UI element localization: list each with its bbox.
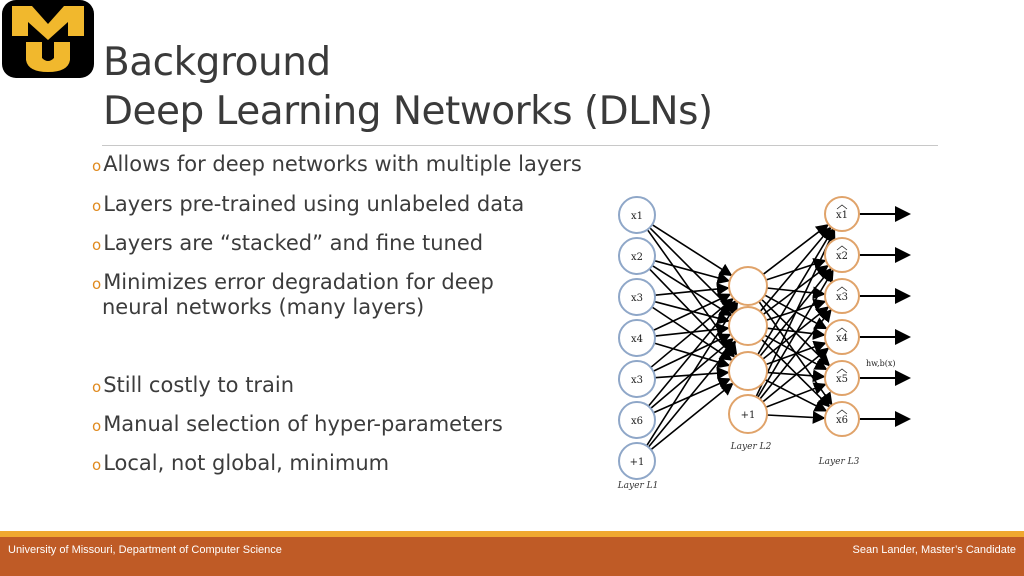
edge-l1-l2 xyxy=(654,300,731,325)
edge-l2-l3 xyxy=(766,327,826,340)
node-label: x4 xyxy=(631,334,643,345)
output-node: x6 xyxy=(824,401,860,437)
edge-l1-l2 xyxy=(654,259,731,285)
node-label: x3 xyxy=(836,292,848,303)
edge-l1-l2 xyxy=(654,322,730,337)
edge-l2-l3 xyxy=(762,223,829,276)
bullet-text-continuation: neural networks (many layers) xyxy=(102,295,425,319)
output-node: x4 xyxy=(824,319,860,355)
node-label: x3 xyxy=(631,375,643,386)
bullet-text: Manual selection of hyper-parameters xyxy=(103,412,503,436)
footer-author: Sean Lander, Master’s Candidate xyxy=(852,544,1016,556)
output-node: x3 xyxy=(824,278,860,314)
edge-l2-l3 xyxy=(759,226,832,312)
layer-l2-label: Layer L2 xyxy=(730,442,772,452)
bullet-marker: o xyxy=(92,197,102,215)
output-node: x1 xyxy=(824,196,860,232)
edge-l2-l3 xyxy=(755,228,836,398)
node-label: x1 xyxy=(836,210,848,221)
bullet-text: Allows for deep networks with multiple l… xyxy=(103,152,582,176)
bullet-text: Layers pre-trained using unlabeled data xyxy=(103,192,525,216)
node-label: +1 xyxy=(741,410,756,421)
node-label: +1 xyxy=(630,457,645,468)
node-label: x3 xyxy=(631,293,643,304)
bullet-item: oManual selection of hyper-parameters xyxy=(92,413,503,438)
input-node: x3 xyxy=(618,360,656,398)
bullet-text: Local, not global, minimum xyxy=(103,451,390,475)
edge-l2-l3 xyxy=(765,298,827,321)
edge-l2-l3 xyxy=(762,264,829,316)
node-label: x1 xyxy=(631,211,643,222)
input-node: x6 xyxy=(618,401,656,439)
input-node: x4 xyxy=(618,319,656,357)
input-node: x2 xyxy=(618,237,656,275)
footer-institution: University of Missouri, Department of Co… xyxy=(8,544,282,556)
bullet-marker: o xyxy=(92,417,102,435)
hidden-node xyxy=(728,351,768,391)
edge-l1-l2 xyxy=(653,377,732,414)
hidden-node xyxy=(728,266,768,306)
bullet-item: oLayers are “stacked” and fine tuned xyxy=(92,232,483,257)
output-node: x5 xyxy=(824,360,860,396)
layer-l1-label: Layer L1 xyxy=(617,481,659,491)
node-label: x5 xyxy=(836,374,848,385)
footer-accent-line xyxy=(0,531,1024,537)
node-label: x2 xyxy=(836,251,848,262)
node-label: x2 xyxy=(631,252,643,263)
input-node: +1 xyxy=(618,442,656,480)
edge-l2-l3 xyxy=(764,334,828,371)
hidden-node: +1 xyxy=(728,394,768,434)
edge-l1-l2 xyxy=(647,340,737,448)
bullet-item: oLocal, not global, minimum xyxy=(92,452,389,477)
neural-network-diagram: x1 x2 x3 x4 x3 x6 +1 +1 x1 x2 x3 x4 x5 x6 hw,b(x) Lay… xyxy=(617,196,911,491)
edge-l1-l2 xyxy=(650,297,734,369)
edge-l1-l2 xyxy=(645,301,739,447)
edge-l2-l3 xyxy=(757,228,834,356)
edge-l2-l3 xyxy=(766,411,826,424)
bullet-item: oStill costly to train xyxy=(92,374,294,399)
output-label: hw,b(x) xyxy=(866,359,895,368)
input-node: x3 xyxy=(618,278,656,316)
bullet-item: oAllows for deep networks with multiple … xyxy=(92,153,582,178)
edge-l1-l2 xyxy=(651,264,733,317)
node-label: x6 xyxy=(631,416,643,427)
bullet-text: Layers are “stacked” and fine tuned xyxy=(103,231,484,255)
input-node: x1 xyxy=(618,196,656,234)
bullet-marker: o xyxy=(92,378,102,396)
hidden-node xyxy=(728,306,768,346)
bullet-text: Still costly to train xyxy=(103,373,295,397)
mizzou-mu-logo-icon xyxy=(2,0,94,78)
bullet-marker: o xyxy=(92,275,102,293)
layer-l3-label: Layer L3 xyxy=(818,457,860,467)
edge-l1-l2 xyxy=(647,300,737,407)
node-label: x6 xyxy=(836,415,848,426)
title-divider xyxy=(102,145,938,146)
bullet-item: oLayers pre-trained using unlabeled data xyxy=(92,193,524,218)
bullet-marker: o xyxy=(92,157,102,175)
edge-l2-l3 xyxy=(765,382,827,408)
edge-l2-l3 xyxy=(762,347,830,403)
output-node: x2 xyxy=(824,237,860,273)
edge-l1-l2 xyxy=(654,282,730,297)
title-line-2: Deep Learning Networks (DLNs) xyxy=(103,89,713,134)
edge-l1-l2 xyxy=(650,382,734,451)
bullet-marker: o xyxy=(92,456,102,474)
edge-l1-l2 xyxy=(651,224,733,277)
footer-bar: University of Missouri, Department of Co… xyxy=(0,537,1024,576)
edge-l2-l3 xyxy=(756,269,834,399)
page-title: Background Deep Learning Networks (DLNs) xyxy=(103,38,713,136)
title-line-1: Background xyxy=(103,40,331,85)
bullet-text: Minimizes error degradation for deep xyxy=(103,270,494,294)
bullet-marker: o xyxy=(92,236,102,254)
node-label: x4 xyxy=(836,333,848,344)
edge-l2-l3 xyxy=(759,308,832,400)
edge-l1-l2 xyxy=(652,293,732,332)
